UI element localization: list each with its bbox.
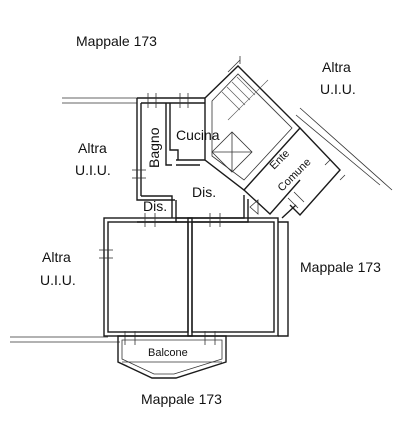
lower-rooms-walls	[103, 204, 297, 337]
mappale-right-label: Mappale 173	[300, 259, 381, 275]
altra-uiu-low-left-line1: Altra	[42, 249, 71, 265]
altra-uiu-low-left-line2: U.I.U.	[40, 272, 76, 288]
altra-uiu-mid-left-line1: Altra	[78, 140, 107, 156]
boundary-lines	[10, 56, 393, 343]
balcony	[117, 335, 227, 379]
altra-uiu-top-right-line1: Altra	[322, 59, 351, 75]
altra-uiu-top-right-line2: U.I.U.	[320, 81, 356, 97]
room-label-bagno: Bagno	[146, 127, 162, 168]
mappale-bottom-label: Mappale 173	[141, 391, 222, 407]
room-label-ente: Ente	[268, 148, 292, 172]
room-label-cucina: Cucina	[176, 127, 220, 143]
opening-marks	[99, 93, 305, 345]
stair-treads	[221, 76, 285, 121]
lift-shaft	[211, 131, 253, 173]
room-label-dis-main: Dis.	[192, 184, 216, 200]
mappale-top-label: Mappale 173	[76, 33, 157, 49]
room-label-balcone: Balcone	[148, 347, 188, 359]
stair-core	[204, 65, 346, 217]
room-label-dis-small: Dis.	[143, 198, 167, 214]
altra-uiu-mid-left-line2: U.I.U.	[75, 162, 111, 178]
